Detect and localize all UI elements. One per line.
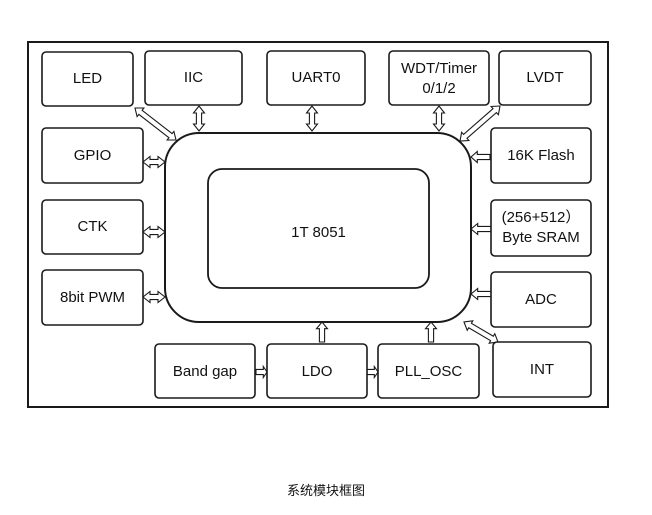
led-label: LED bbox=[73, 70, 102, 87]
gpio-bus-arrow bbox=[142, 155, 166, 169]
ldo-label: LDO bbox=[302, 363, 333, 380]
figure-caption: 系统模块框图 bbox=[286, 484, 365, 499]
iic-block: IIC bbox=[144, 50, 243, 106]
uart0-label: UART0 bbox=[292, 69, 341, 86]
led-bus-arrow bbox=[134, 107, 177, 141]
led-block: LED bbox=[41, 51, 134, 107]
system-block-diagram: 1T 8051 LED IIC UART0 WDT/Timer 0/1/2 LV… bbox=[27, 41, 609, 408]
wdt-label-line1: WDT/Timer bbox=[401, 60, 477, 77]
flash-bus-arrow bbox=[470, 150, 491, 164]
pwm-label: 8bit PWM bbox=[60, 289, 125, 306]
flash-label: 16K Flash bbox=[507, 147, 575, 164]
bandgap-block: Band gap bbox=[154, 343, 256, 399]
adc-bus-arrow bbox=[470, 287, 492, 301]
lvdt-block: LVDT bbox=[498, 50, 592, 106]
uart0-block: UART0 bbox=[266, 50, 366, 106]
sram-label-line1: (256+512） bbox=[502, 209, 581, 226]
bandgap-ldo-arrow bbox=[255, 364, 268, 380]
sram-block: (256+512） Byte SRAM bbox=[490, 199, 592, 257]
iic-label: IIC bbox=[184, 69, 203, 86]
wdt-label-line2: 0/1/2 bbox=[422, 80, 455, 97]
lvdt-label: LVDT bbox=[526, 69, 563, 86]
bus-arrows bbox=[134, 105, 501, 380]
cpu-label: 1T 8051 bbox=[291, 224, 346, 241]
outer-frame bbox=[27, 41, 609, 408]
adc-block: ADC bbox=[490, 271, 592, 328]
adc-label: ADC bbox=[525, 291, 557, 308]
int-label: INT bbox=[530, 361, 554, 378]
flash-block: 16K Flash bbox=[490, 127, 592, 184]
int-block: INT bbox=[492, 341, 592, 398]
iic-bus-arrow bbox=[192, 105, 206, 132]
bandgap-label: Band gap bbox=[173, 363, 237, 380]
ctk-block: CTK bbox=[41, 199, 144, 255]
uart0-bus-arrow bbox=[305, 105, 319, 132]
gpio-label: GPIO bbox=[74, 147, 112, 164]
pll-osc-block: PLL_OSC bbox=[377, 343, 480, 399]
pll-osc-label: PLL_OSC bbox=[395, 363, 463, 380]
ldo-pll-arrow bbox=[366, 364, 379, 380]
ctk-bus-arrow bbox=[142, 225, 166, 239]
sram-label-line2: Byte SRAM bbox=[502, 229, 580, 246]
wdt-bus-arrow bbox=[432, 105, 446, 132]
sram-bus-arrow bbox=[470, 222, 492, 236]
pwm-bus-arrow bbox=[142, 290, 166, 304]
ctk-label: CTK bbox=[78, 218, 108, 235]
pwm-block: 8bit PWM bbox=[41, 269, 144, 326]
ldo-block: LDO bbox=[266, 343, 368, 399]
ldo-bus-arrow bbox=[315, 321, 329, 343]
gpio-block: GPIO bbox=[41, 127, 144, 184]
wdt-timer-block: WDT/Timer 0/1/2 bbox=[388, 50, 490, 106]
cpu-block: 1T 8051 bbox=[207, 168, 430, 289]
pll-osc-bus-arrow bbox=[424, 321, 438, 343]
